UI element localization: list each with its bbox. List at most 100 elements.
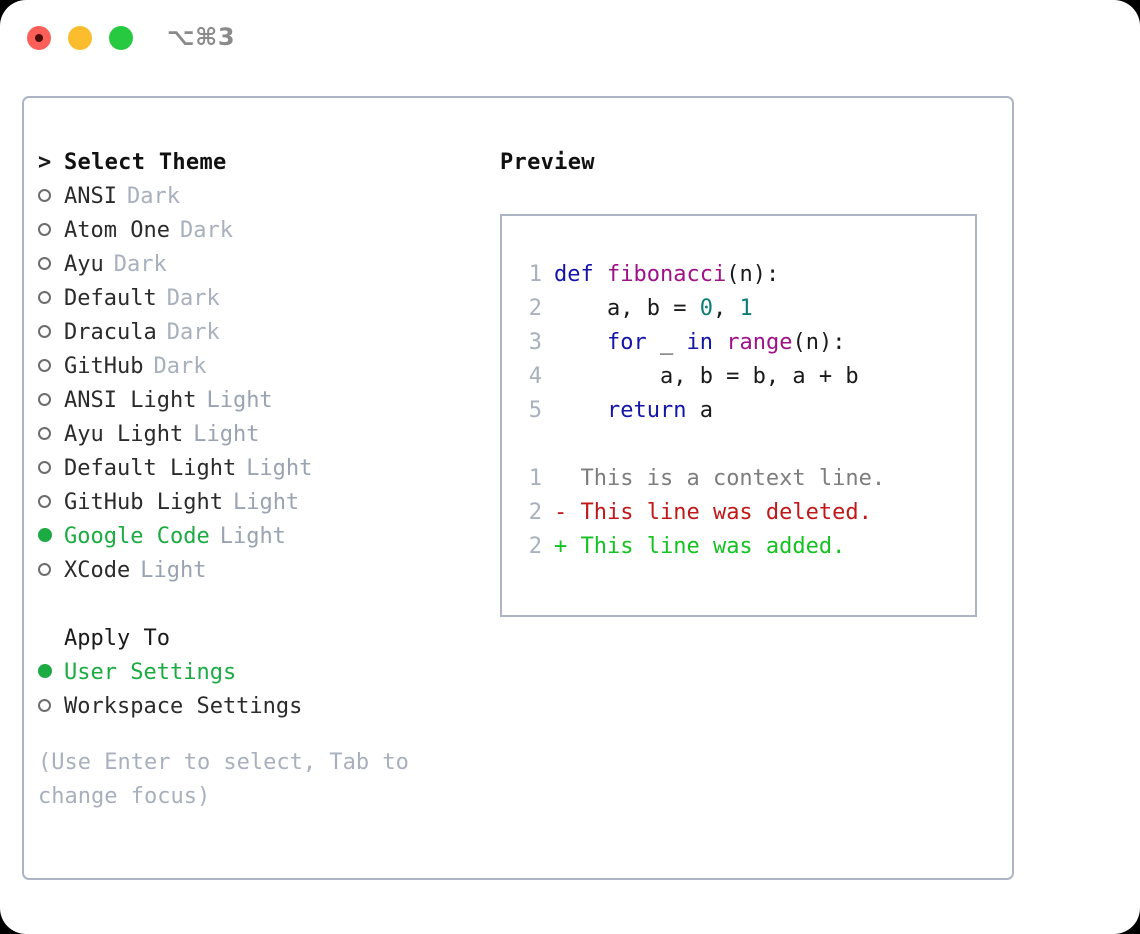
bullet-shape <box>38 495 51 508</box>
bullet-shape <box>38 223 51 236</box>
code-token-plain: , <box>712 296 740 321</box>
bullet-shape <box>38 325 51 338</box>
theme-option-default[interactable]: Default Dark <box>38 282 488 316</box>
preview-title: Preview <box>500 150 595 175</box>
theme-variant-badge: Dark <box>113 252 167 277</box>
theme-option-github[interactable]: GitHub Dark <box>38 350 488 384</box>
close-button[interactable] <box>27 26 51 50</box>
code-token-plain <box>594 262 607 287</box>
theme-option-label: ANSI Light <box>64 388 197 413</box>
theme-variant-badge: Dark <box>153 354 207 379</box>
radio-unselected-icon <box>38 452 64 486</box>
radio-unselected-icon <box>38 350 64 384</box>
keyboard-hint-text: (Use Enter to select, Tab to change focu… <box>38 750 409 809</box>
theme-variant-badge: Light <box>206 388 273 413</box>
code-line-text: return a <box>554 394 713 428</box>
preview-gap <box>512 428 975 462</box>
window-controls <box>27 26 133 50</box>
code-line-text: def fibonacci(n): <box>554 258 779 292</box>
apply-to-option-workspace-settings[interactable]: Workspace Settings <box>38 690 488 724</box>
code-token-kw: in <box>686 330 713 355</box>
code-token-fn: fibonacci <box>607 262 727 287</box>
theme-option-ayu[interactable]: Ayu Dark <box>38 248 488 282</box>
code-line-text: a, b = 0, 1 <box>554 292 753 326</box>
code-token-plain: (n): <box>726 262 780 287</box>
bullet-shape <box>38 257 51 270</box>
code-line: 5 return a <box>512 394 975 428</box>
radio-unselected-icon <box>38 554 64 588</box>
theme-variant-badge: Light <box>232 490 300 515</box>
theme-option-label: Default <box>64 286 157 311</box>
theme-variant-badge: Light <box>246 456 313 481</box>
apply-to-option-label: User Settings <box>64 660 237 685</box>
line-number: 5 <box>528 398 542 423</box>
theme-option-label: Ayu <box>64 252 104 277</box>
minimize-button[interactable] <box>68 26 92 50</box>
radio-selected-icon <box>38 656 64 690</box>
bullet-shape <box>38 393 51 406</box>
radio-selected-icon <box>38 520 64 554</box>
code-line: 2 a, b = 0, 1 <box>512 292 975 326</box>
diff-sign: + <box>554 534 568 559</box>
code-token-plain <box>554 330 607 355</box>
theme-option-label: GitHub <box>64 354 144 379</box>
theme-picker-title: Select Theme <box>64 150 227 175</box>
theme-option-ansi[interactable]: ANSI Dark <box>38 180 488 214</box>
line-number: 2 <box>528 296 542 321</box>
code-line: 3 for _ in range(n): <box>512 326 975 360</box>
theme-option-github-light[interactable]: GitHub Light Light <box>38 486 488 520</box>
code-token-kw: def <box>554 262 594 287</box>
theme-option-ansi-light[interactable]: ANSI Light Light <box>38 384 488 418</box>
code-line-text: for _ in range(n): <box>554 326 845 360</box>
bullet-shape <box>38 291 51 304</box>
code-token-fn: range <box>726 330 793 355</box>
diff-line-text: This line was deleted. <box>567 500 872 525</box>
bullet-shape <box>38 359 51 372</box>
theme-option-label: ANSI <box>64 184 117 209</box>
bullet-shape <box>38 563 51 576</box>
radio-unselected-icon <box>38 316 64 350</box>
theme-option-default-light[interactable]: Default Light Light <box>38 452 488 486</box>
code-token-kw: for <box>606 330 647 355</box>
apply-to-option-user-settings[interactable]: User Settings <box>38 656 488 690</box>
line-number: 1 <box>528 262 542 287</box>
maximize-button[interactable] <box>109 26 133 50</box>
theme-option-label: Dracula <box>64 320 157 345</box>
line-number: 2 <box>528 500 542 525</box>
code-token-plain: a, b = b, a + b <box>554 364 859 389</box>
code-token-plain <box>554 398 607 423</box>
line-number: 2 <box>528 534 542 559</box>
theme-option-label: GitHub Light <box>64 490 223 515</box>
theme-variant-badge: Light <box>219 524 286 549</box>
bullet-shape <box>38 528 52 542</box>
theme-option-label: Default Light <box>64 456 237 481</box>
code-token-num: 1 <box>739 296 753 321</box>
diff-sign: - <box>554 500 568 525</box>
bullet-shape <box>38 699 51 712</box>
code-token-plain <box>713 330 726 355</box>
bullet-shape <box>38 427 51 440</box>
code-token-plain: a <box>686 398 713 423</box>
code-line-text: a, b = b, a + b <box>554 360 859 394</box>
diff-line: 1 This is a context line. <box>512 462 975 496</box>
theme-option-label: XCode <box>64 558 131 583</box>
line-number: 4 <box>528 364 542 389</box>
theme-variant-badge: Dark <box>126 184 180 209</box>
theme-variant-badge: Dark <box>166 286 220 311</box>
prompt-caret-icon: > <box>38 150 52 175</box>
list-spacer <box>38 588 488 622</box>
radio-unselected-icon <box>38 282 64 316</box>
diff-sign <box>554 462 567 496</box>
theme-variant-badge: Light <box>193 422 260 447</box>
diff-sample: 1 This is a context line. 2- This line wa… <box>512 462 975 564</box>
radio-unselected-icon <box>38 180 64 214</box>
